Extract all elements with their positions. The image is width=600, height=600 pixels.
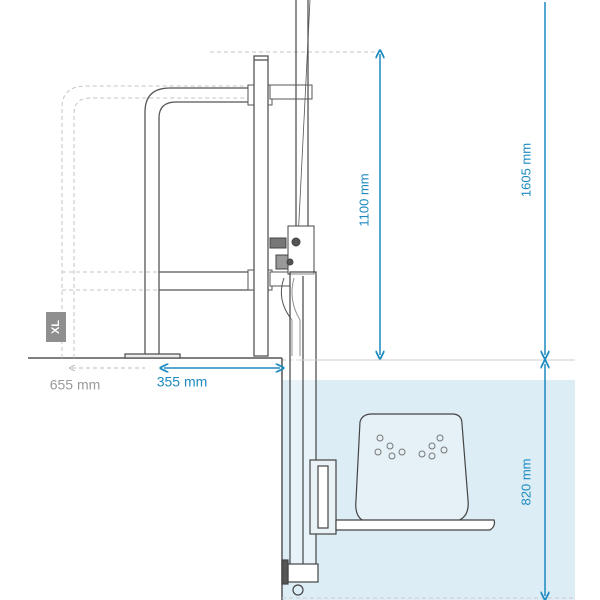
seat-carriage (309, 459, 337, 535)
dimension-label-655: 655 mm (50, 377, 101, 393)
valve-block (269, 225, 315, 356)
dimension-label-1100: 1100 mm (356, 173, 371, 226)
lift-rail (281, 271, 319, 596)
dimension-label-1605: 1605 mm (518, 143, 533, 197)
xl-handrail-ghost (61, 51, 375, 358)
dimension-label-355: 355 mm (157, 374, 208, 390)
dimension-label-820: 820 mm (518, 459, 533, 506)
xl-badge (46, 312, 66, 342)
handrail (124, 87, 252, 359)
lift-post (253, 0, 311, 357)
lift-seat (335, 413, 496, 531)
xl-badge-label: XL (50, 320, 62, 334)
dimension-guides (282, 359, 575, 599)
